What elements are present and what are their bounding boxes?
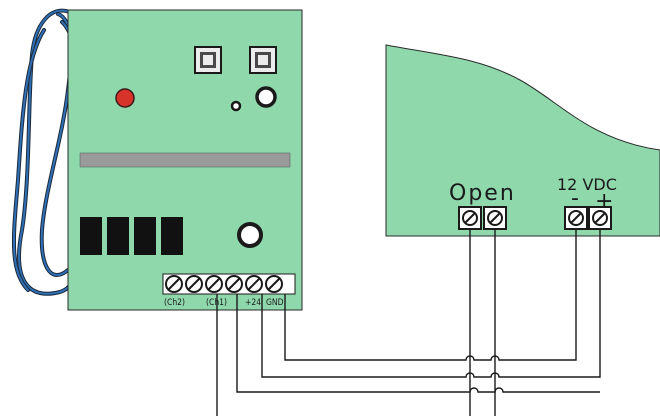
power-label: 12 VDC [557, 175, 617, 194]
wire-gnd [284, 229, 577, 361]
open-label: Open [449, 181, 516, 206]
red-led [115, 88, 135, 108]
push-button-left [194, 46, 222, 74]
black-blocks [80, 217, 183, 255]
terminal-label-gnd: GND [266, 298, 284, 308]
receiver-terminal-block [162, 273, 296, 295]
terminal-label-plus24: +24 [245, 298, 261, 308]
small-hole [230, 100, 242, 112]
mounting-hole-upper [255, 86, 277, 108]
wiring [216, 229, 601, 416]
minus-label: - [571, 186, 579, 211]
grey-bar [79, 152, 291, 168]
opener-terminal-block [458, 206, 612, 230]
receiver-board: (Ch2) (Ch1) +24 GND [67, 9, 303, 311]
terminal-label-ch2: (Ch2) [164, 298, 185, 308]
mounting-hole-lower [237, 222, 263, 248]
push-button-right [249, 46, 277, 74]
opener-board: Open 12 VDC - + [385, 44, 660, 237]
wire-plus24 [261, 229, 601, 378]
